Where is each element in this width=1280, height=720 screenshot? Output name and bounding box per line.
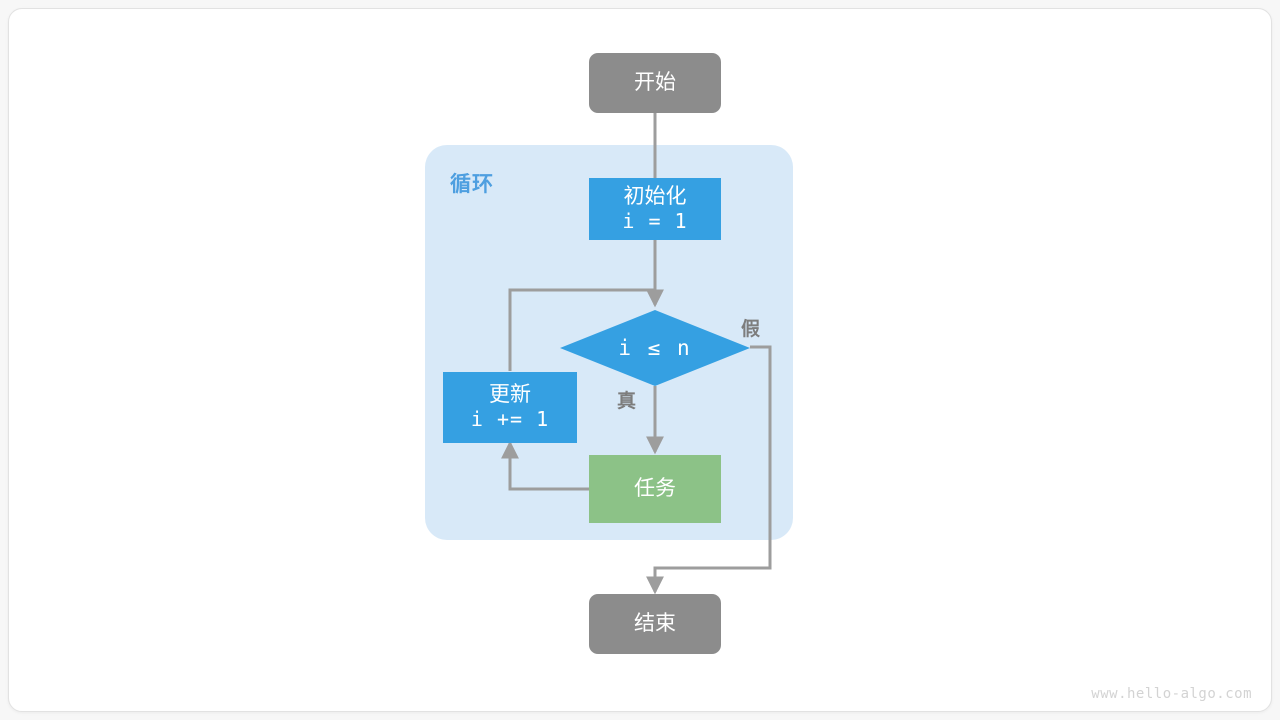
- watermark: www.hello-algo.com: [1091, 686, 1252, 702]
- node-condition[interactable]: i ≤ n: [560, 310, 750, 386]
- node-start-label: 开始: [634, 70, 676, 94]
- node-update-label: 更新: [489, 383, 531, 407]
- node-update[interactable]: 更新 i += 1: [443, 372, 577, 443]
- node-condition-label: i ≤ n: [618, 336, 692, 360]
- node-task[interactable]: 任务: [589, 455, 721, 523]
- edge-label-true: 真: [617, 391, 637, 412]
- node-end[interactable]: 结束: [589, 594, 721, 654]
- edge-label-false: 假: [741, 319, 761, 340]
- node-init[interactable]: 初始化 i = 1: [589, 178, 721, 240]
- node-task-label: 任务: [634, 476, 676, 500]
- loop-container-label: 循环: [450, 173, 494, 196]
- node-init-code: i = 1: [622, 208, 688, 233]
- node-init-label: 初始化: [623, 184, 687, 208]
- node-end-label: 结束: [634, 611, 676, 635]
- node-update-code: i += 1: [470, 407, 550, 432]
- node-start[interactable]: 开始: [589, 53, 721, 113]
